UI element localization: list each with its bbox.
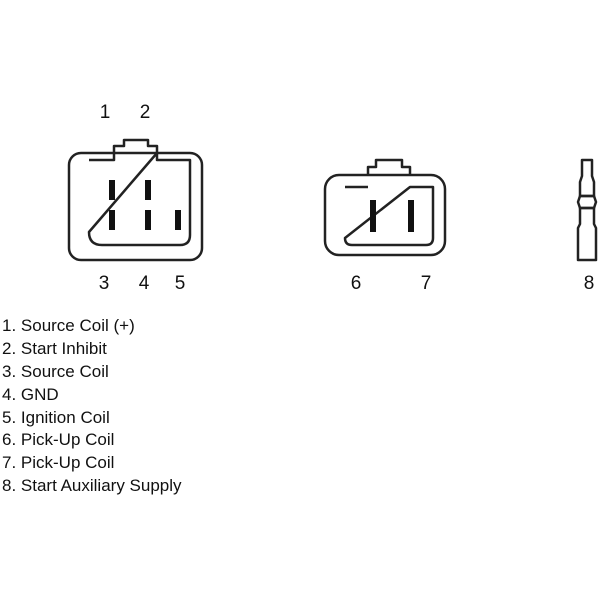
pin-6-terminal	[370, 200, 376, 232]
five-pin-housing-outer	[67, 151, 204, 262]
two-pin-connector	[323, 158, 447, 257]
pin-label-5: 5	[175, 273, 186, 294]
pin-legend: 1. Source Coil (+) 2. Start Inhibit 3. S…	[2, 315, 182, 498]
single-pin-connector	[576, 158, 598, 262]
pin-label-3: 3	[99, 273, 110, 294]
five-pin-latch	[112, 138, 159, 153]
pin-5-terminal	[175, 210, 181, 230]
pin-label-8: 8	[584, 273, 595, 294]
legend-item: 5. Ignition Coil	[2, 407, 110, 427]
legend-item: 6. Pick-Up Coil	[2, 430, 115, 450]
five-pin-housing-inner	[87, 151, 192, 247]
five-pin-terminals	[109, 180, 181, 230]
legend-item: 3. Source Coil	[2, 361, 109, 381]
pin-label-1: 1	[100, 102, 111, 123]
two-pin-terminals	[370, 200, 414, 232]
two-pin-housing-outer	[323, 173, 447, 257]
legend-item: 2. Start Inhibit	[2, 338, 107, 358]
pin-3-terminal	[109, 210, 115, 230]
bullet-collar	[576, 194, 598, 210]
pin-2-terminal	[145, 180, 151, 200]
pin-label-6: 6	[351, 273, 362, 294]
bullet-barrel	[576, 206, 598, 262]
pin-label-7: 7	[421, 273, 432, 294]
five-pin-connector	[67, 138, 204, 262]
pin-label-2: 2	[140, 102, 151, 123]
two-pin-latch	[366, 158, 412, 175]
bullet-tip	[578, 158, 596, 198]
pin-label-4: 4	[139, 273, 150, 294]
legend-item: 4. GND	[2, 384, 59, 404]
connector-drawing: 1 2 3 4 5 6 7 8	[67, 102, 598, 294]
pin-4-terminal	[145, 210, 151, 230]
legend-item: 8. Start Auxiliary Supply	[2, 476, 182, 496]
legend-item: 1. Source Coil (+)	[2, 316, 135, 335]
two-pin-housing-inner	[343, 185, 435, 247]
legend-item: 7. Pick-Up Coil	[2, 453, 115, 473]
pin-7-terminal	[408, 200, 414, 232]
pin-1-terminal	[109, 180, 115, 200]
